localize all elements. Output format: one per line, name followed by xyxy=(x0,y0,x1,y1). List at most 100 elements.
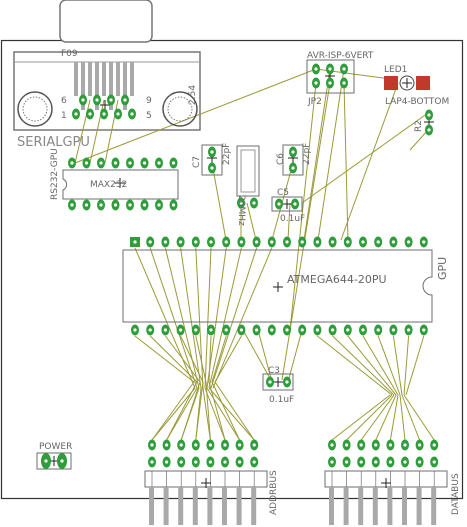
pad-hole xyxy=(252,201,256,205)
db9-shell xyxy=(59,0,153,43)
pad-hole xyxy=(388,460,392,464)
header-pin xyxy=(149,487,154,525)
addrbus-label: ADDRBUS xyxy=(269,470,279,515)
trace xyxy=(405,335,425,396)
pad-hole xyxy=(342,81,346,85)
db9-pin1-label: 1 xyxy=(61,111,67,121)
serial-label: SERIALGPU xyxy=(17,135,90,150)
databus-label: DATABUS xyxy=(451,473,461,515)
pad-hole xyxy=(359,443,363,447)
trace xyxy=(195,381,204,441)
db9-pin xyxy=(74,62,78,96)
origin-cross-icon xyxy=(273,282,283,292)
trace xyxy=(208,387,255,441)
pad-hole xyxy=(328,67,332,71)
crystal-label: 20MHz xyxy=(236,195,246,226)
pad-hole xyxy=(345,443,349,447)
trace xyxy=(362,335,399,396)
trace xyxy=(303,68,331,241)
pad-hole xyxy=(171,161,176,165)
trace xyxy=(208,335,212,383)
pad-hole xyxy=(407,328,411,332)
pad-hole xyxy=(133,240,137,244)
trace xyxy=(180,247,202,389)
pad-hole xyxy=(109,98,113,102)
trace xyxy=(347,335,397,396)
trace xyxy=(287,202,291,241)
origin-cross-icon xyxy=(282,199,292,209)
led-pad-left xyxy=(384,76,398,90)
pad-hole xyxy=(427,113,431,117)
header-pin xyxy=(402,487,407,525)
crystal-inner xyxy=(240,149,256,193)
trace xyxy=(206,387,241,441)
c7-outline xyxy=(201,144,223,176)
pad-hole xyxy=(315,240,319,244)
trace xyxy=(210,247,258,389)
origin-cross-icon xyxy=(201,478,211,488)
pad-hole xyxy=(300,328,304,332)
trace xyxy=(211,162,227,241)
pad-hole xyxy=(44,459,48,463)
trace xyxy=(289,82,317,331)
pad-hole xyxy=(328,81,332,85)
c3-value: 0.1uF xyxy=(269,395,294,405)
pad-hole xyxy=(148,328,152,332)
c7-label: C7 xyxy=(192,156,202,168)
pad-hole xyxy=(113,203,118,207)
mounting-hole-ring xyxy=(167,96,193,122)
origin-cross-icon xyxy=(402,78,412,88)
pad-hole xyxy=(179,240,183,244)
max232-label: MAX232 xyxy=(90,180,127,190)
trace xyxy=(204,247,212,389)
pad-hole xyxy=(88,112,92,116)
pad-hole xyxy=(331,240,335,244)
trace xyxy=(165,335,201,383)
pad-hole xyxy=(70,161,74,165)
trace xyxy=(246,202,257,241)
trace xyxy=(343,82,349,241)
db9-label: F09 xyxy=(61,49,78,59)
db9-pin xyxy=(88,62,92,96)
trace xyxy=(346,394,393,441)
header-pin xyxy=(178,487,184,525)
c5-outline xyxy=(271,196,303,212)
trace xyxy=(403,335,410,396)
pad-hole xyxy=(346,328,350,332)
trace xyxy=(202,387,211,441)
pad-hole xyxy=(391,240,395,244)
pad-hole xyxy=(210,166,214,170)
pad-hole xyxy=(130,112,134,116)
header-pin xyxy=(329,487,334,525)
pad-hole xyxy=(210,150,214,154)
db9-pin xyxy=(102,62,106,96)
isp-header-label: AVR-ISP-6VERT xyxy=(307,51,374,61)
crystal-body xyxy=(236,145,260,197)
led1-label: LED1 xyxy=(384,65,407,75)
trace xyxy=(149,247,198,389)
pad-hole xyxy=(252,460,256,464)
trace xyxy=(409,129,429,151)
pad-hole xyxy=(194,460,198,464)
pad-hole xyxy=(238,460,242,464)
trace xyxy=(214,335,242,383)
pad-hole xyxy=(285,240,289,244)
pad-hole xyxy=(116,112,120,116)
pad-hole xyxy=(422,240,426,244)
header-pin xyxy=(207,487,213,525)
pad-hole xyxy=(268,380,272,384)
pad-hole xyxy=(165,443,169,447)
pad-hole xyxy=(150,443,154,447)
board-outline xyxy=(0,39,464,500)
pad-hole xyxy=(314,81,318,85)
origin-cross-icon xyxy=(115,178,125,188)
pad-hole xyxy=(330,460,334,464)
db9-pin5-label: 5 xyxy=(146,111,152,121)
trace xyxy=(204,387,226,441)
pad-hole xyxy=(142,161,147,165)
trace xyxy=(392,335,403,396)
pad-hole xyxy=(270,328,274,332)
pad-hole xyxy=(163,240,167,244)
pad-hole xyxy=(270,240,274,244)
pad-hole xyxy=(252,443,256,447)
